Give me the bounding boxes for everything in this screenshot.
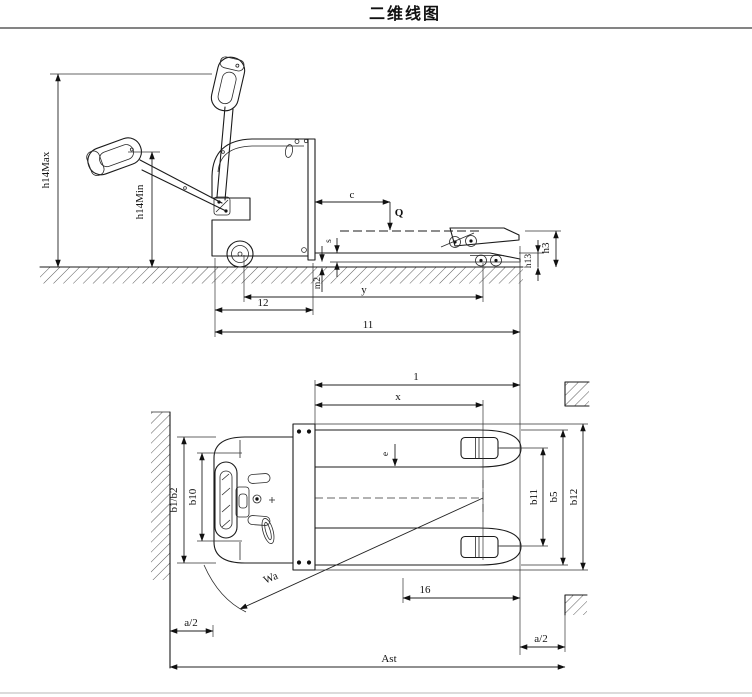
page-title: 二维线图 [369,4,441,23]
top-view: Wa 1 x e b1/b2 b10 [151,371,590,670]
dim-label-a2-left: a/2 [184,617,197,629]
tiller-lowered [86,137,227,212]
turning-radius: Wa [203,497,484,613]
dim-label-q: Q [395,207,404,219]
right-wall-lower-block [564,594,588,652]
dim-label-wa: Wa [262,570,280,587]
load-roller [460,436,499,460]
dim-label-h14max: h14Max [40,151,52,188]
dim-label-y: y [361,284,367,296]
dim-label-c: c [350,189,355,201]
dim-label-b1-b2: b1/b2 [168,487,180,512]
ground-hatch [40,267,523,284]
dim-label-b12: b12 [568,489,580,506]
dim-label-m2: m2 [313,277,323,289]
side-view: h14Max h14Min c Q s m2 y [39,56,561,655]
truck-body-side [211,138,316,268]
top-view-dimensions: 1 x e b1/b2 b10 b11 [168,371,588,670]
dim-label-l: 1 [413,371,419,383]
dim-label-b5: b5 [548,491,560,503]
side-view-dimensions: h14Max h14Min c Q s m2 y [40,73,561,655]
dim-label-l6: 16 [420,584,432,596]
dim-label-h13: h13 [524,254,534,269]
center-cross-icon [269,497,275,503]
dim-label-ast: Ast [381,653,396,665]
dim-label-e: e [381,452,391,456]
screw-icon [294,139,300,144]
tiller-upright [210,56,246,201]
tiller-top-view [214,461,275,544]
dim-label-s: s [324,239,334,243]
dim-label-h3: h3 [540,242,552,254]
fork-backplate [292,423,316,571]
forks-top [314,429,522,566]
cover-oval-mark [284,144,294,158]
dim-label-l1: 11 [363,319,374,331]
tiller-pivot [213,196,231,216]
left-wall [151,411,171,669]
bolt-icon [301,247,307,253]
dim-label-a2-right: a/2 [534,633,547,645]
load-roller [460,535,499,559]
dim-label-b10: b10 [187,488,199,505]
right-wall-upper-block [564,381,590,407]
truck-body-top [213,423,316,571]
fork-lowered [314,252,521,267]
dim-label-b11: b11 [528,489,540,505]
dim-label-h14min: h14Min [134,184,146,219]
dim-label-x: x [395,391,401,403]
screw-icon [303,138,309,144]
header: 二维线图 [0,4,752,29]
dim-label-l2: 12 [258,297,269,309]
fork-raised [340,227,520,248]
